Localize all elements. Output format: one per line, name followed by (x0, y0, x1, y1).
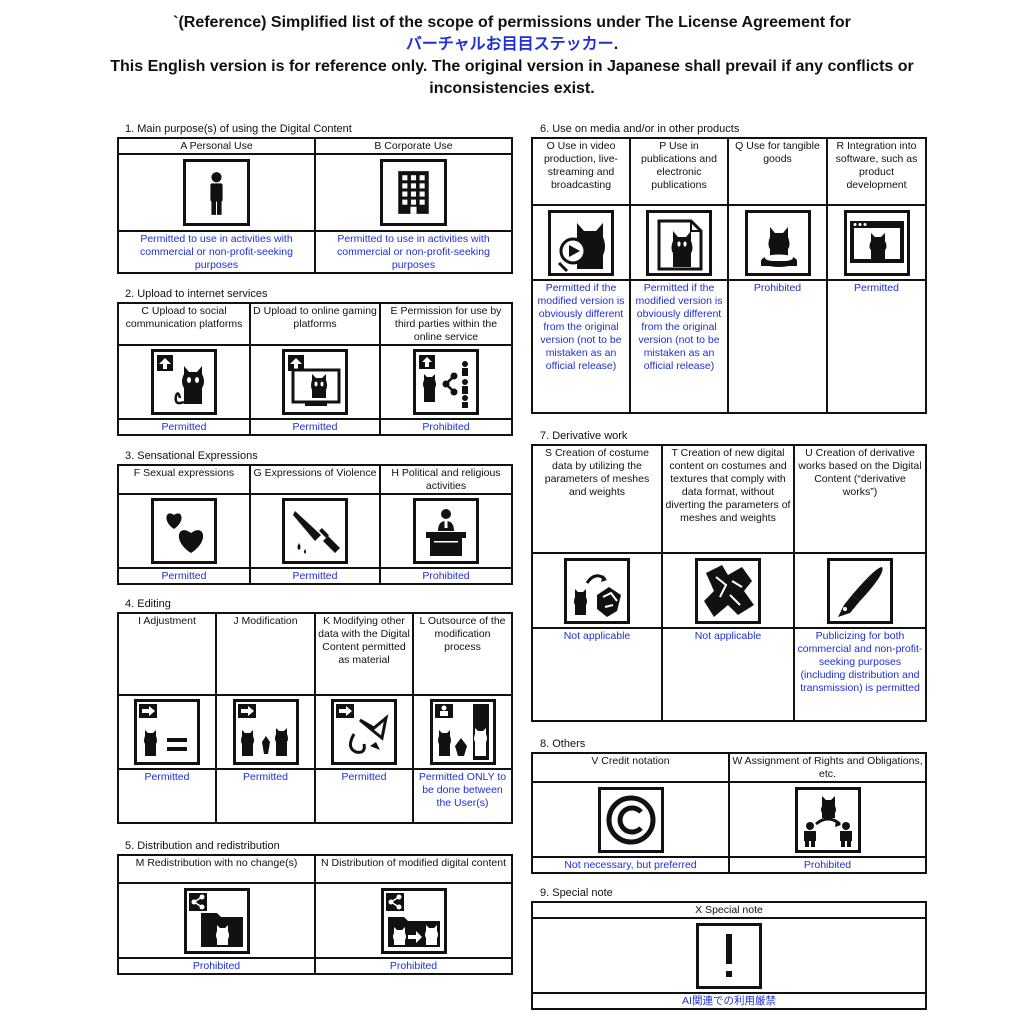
item-label: E Permission for use by third parties wi… (379, 302, 513, 346)
distribute-modified-icon (380, 887, 447, 954)
status-text: Publicizing for both commercial and non-… (793, 627, 927, 722)
item-label: H Political and religious activities (379, 464, 513, 495)
item-label: K Modifying other data with the Digital … (314, 612, 414, 696)
status-text: Prohibited (379, 418, 513, 436)
status-text: Permitted ONLY to be done between the Us… (412, 768, 513, 824)
header-line-1: `(Reference) Simplified list of the scop… (173, 14, 851, 31)
section-title-derivative: 7. Derivative work (540, 430, 628, 442)
status-text: Permitted (249, 567, 381, 585)
section-title-distribution: 5. Distribution and redistribution (125, 840, 280, 852)
copyright-icon (597, 786, 664, 853)
item-label: M Redistribution with no change(s) (117, 854, 316, 884)
status-text: Permitted if the modified version is obv… (531, 279, 631, 414)
material-icon (331, 699, 397, 765)
status-text: Not applicable (531, 627, 663, 722)
adjustment-icon (134, 699, 200, 765)
table-sensational: F Sexual expressions G Expressions of Vi… (117, 464, 513, 585)
section-title-media: 6. Use on media and/or in other products (540, 123, 740, 135)
status-text: Permitted to use in activities with comm… (314, 230, 513, 274)
status-text: Permitted if the modified version is obv… (629, 279, 729, 414)
status-text: Permitted to use in activities with comm… (117, 230, 316, 274)
item-label: S Creation of costume data by utilizing … (531, 444, 663, 554)
item-label: C Upload to social communication platfor… (117, 302, 251, 346)
section-title-others: 8. Others (540, 738, 586, 750)
table-media: O Use in video production, live-streamin… (531, 137, 927, 414)
status-text: Prohibited (379, 567, 513, 585)
status-text: Permitted (117, 567, 251, 585)
goods-icon (744, 209, 811, 276)
section-title-sensational: 3. Sensational Expressions (125, 450, 258, 462)
status-text: Not necessary, but preferred (531, 856, 730, 874)
item-label: G Expressions of Violence (249, 464, 381, 495)
table-others: V Credit notation W Assignment of Rights… (531, 752, 927, 874)
item-label: V Credit notation (531, 752, 730, 783)
item-label: N Distribution of modified digital conte… (314, 854, 513, 884)
item-label: R Integration into software, such as pro… (826, 137, 927, 206)
page-header: `(Reference) Simplified list of the scop… (0, 12, 1024, 100)
table-distribution: M Redistribution with no change(s) N Dis… (117, 854, 513, 975)
table-special-note: X Special note AI関連での利用厳禁 (531, 901, 927, 1010)
publication-icon (646, 209, 712, 276)
header-line-2: バーチャルお目目ステッカー. (405, 36, 619, 53)
table-main-purpose: A Personal Use B Corporate Use Permitted… (117, 137, 513, 274)
item-label: J Modification (215, 612, 316, 696)
item-label: U Creation of derivative works based on … (793, 444, 927, 554)
status-text: Permitted (215, 768, 316, 824)
item-label: W Assignment of Rights and Obligations, … (728, 752, 927, 783)
item-label: I Adjustment (117, 612, 217, 696)
section-title-editing: 4. Editing (125, 598, 171, 610)
section-title-upload: 2. Upload to internet services (125, 288, 268, 300)
software-icon (843, 209, 910, 276)
item-label: X Special note (531, 901, 927, 919)
person-icon (183, 159, 250, 226)
header-line-3: This English version is for reference on… (110, 58, 914, 75)
item-label: O Use in video production, live-streamin… (531, 137, 631, 206)
modification-icon (232, 699, 299, 765)
building-icon (380, 159, 447, 226)
item-label: L Outsource of the modification process (412, 612, 513, 696)
share-third-party-icon (413, 349, 479, 415)
knife-icon (282, 498, 348, 564)
video-icon (548, 209, 614, 276)
item-label: A Personal Use (117, 137, 316, 155)
status-text: Permitted (117, 768, 217, 824)
outsource-icon (429, 699, 496, 765)
status-text: Permitted (826, 279, 927, 414)
header-line-4: inconsistencies exist. (429, 80, 595, 97)
pen-icon (827, 557, 893, 624)
table-upload: C Upload to social communication platfor… (117, 302, 513, 436)
table-editing: I Adjustment J Modification K Modifying … (117, 612, 513, 824)
item-label: B Corporate Use (314, 137, 513, 155)
product-name: バーチャルお目目ステッカー (405, 36, 614, 53)
status-text: Permitted (249, 418, 381, 436)
section-title-main-purpose: 1. Main purpose(s) of using the Digital … (125, 123, 352, 135)
redistribute-icon (183, 887, 250, 954)
upload-social-icon (151, 349, 217, 415)
section-title-special-note: 9. Special note (540, 887, 613, 899)
status-text: Not applicable (661, 627, 795, 722)
transfer-icon (794, 786, 861, 853)
status-text: Prohibited (117, 957, 316, 975)
upload-gaming-icon (282, 349, 348, 415)
status-text: Permitted (314, 768, 414, 824)
item-label: Q Use for tangible goods (727, 137, 828, 206)
podium-icon (413, 498, 479, 564)
status-text: Permitted (117, 418, 251, 436)
costume-icon (564, 557, 630, 624)
fabric-icon (695, 557, 761, 624)
item-label: P Use in publications and electronic pub… (629, 137, 729, 206)
item-label: F Sexual expressions (117, 464, 251, 495)
status-text: AI関連での利用厳禁 (531, 992, 927, 1010)
item-label: D Upload to online gaming platforms (249, 302, 381, 346)
hearts-icon (151, 498, 217, 564)
status-text: Prohibited (727, 279, 828, 414)
exclamation-icon (696, 922, 762, 989)
item-label: T Creation of new digital content on cos… (661, 444, 795, 554)
table-derivative: S Creation of costume data by utilizing … (531, 444, 927, 722)
status-text: Prohibited (728, 856, 927, 874)
status-text: Prohibited (314, 957, 513, 975)
